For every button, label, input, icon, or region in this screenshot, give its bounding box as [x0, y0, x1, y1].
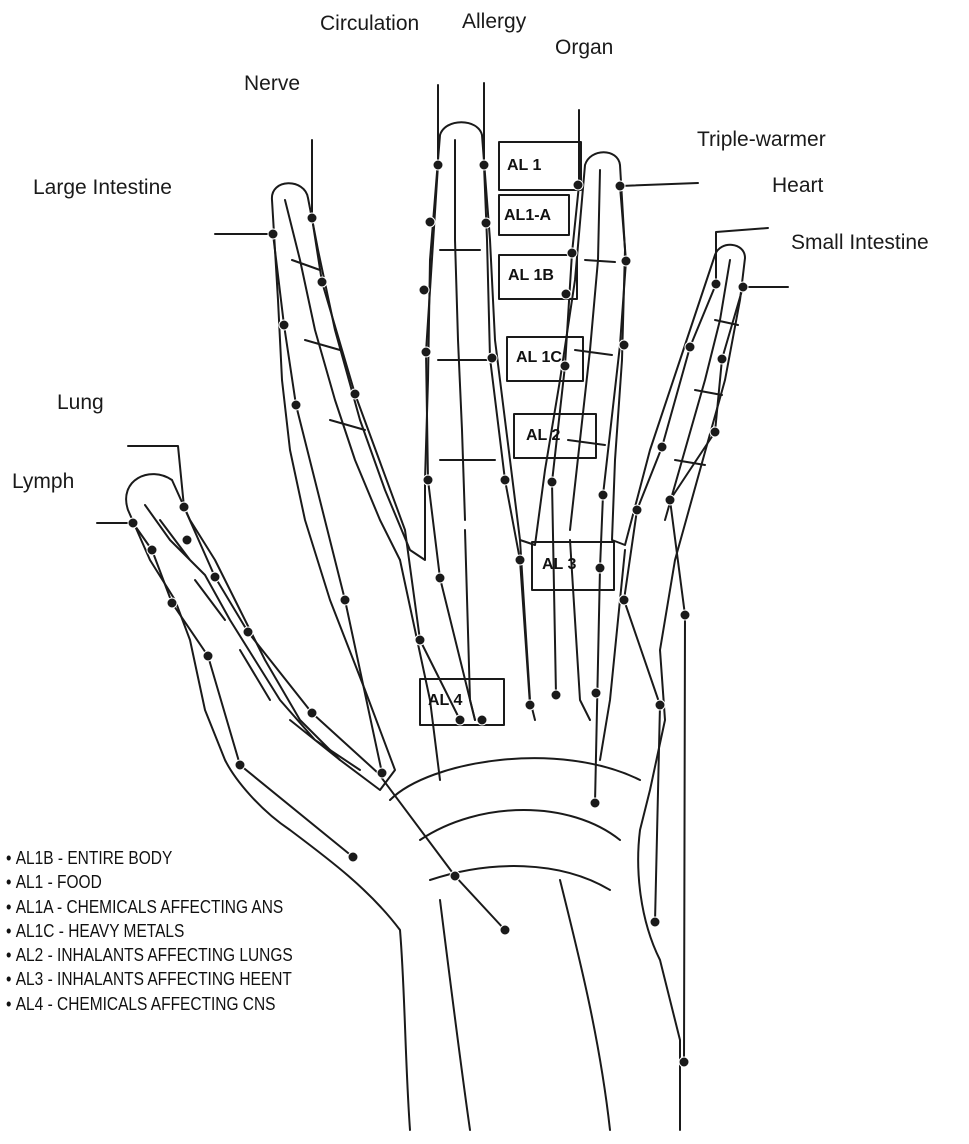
al3-label: AL 3 — [542, 556, 576, 574]
acupoint — [167, 598, 177, 608]
small-intestine-label: Small Intestine — [791, 231, 929, 255]
legend-item: AL1B - ENTIRE BODY — [6, 846, 293, 870]
al1c-label: AL 1C — [516, 349, 562, 367]
acupoint — [711, 279, 721, 289]
acupoint — [619, 340, 629, 350]
acupoint — [515, 555, 525, 565]
legend-item: AL3 - INHALANTS AFFECTING HEENT — [6, 967, 293, 991]
acupoint — [433, 160, 443, 170]
al1b-label: AL 1B — [508, 267, 554, 285]
acupoint — [479, 160, 489, 170]
legend-item: AL4 - CHEMICALS AFFECTING CNS — [6, 992, 293, 1016]
acupoint — [595, 563, 605, 573]
acupoint — [235, 760, 245, 770]
acupoint — [573, 180, 583, 190]
acupoint — [598, 490, 608, 500]
legend: AL1B - ENTIRE BODY AL1 - FOOD AL1A - CHE… — [6, 846, 293, 1016]
allergy-label: Allergy — [462, 10, 526, 34]
acupoint — [680, 610, 690, 620]
acupoint — [500, 475, 510, 485]
metacarpals — [400, 530, 625, 780]
acupoint — [340, 595, 350, 605]
acupoint — [423, 475, 433, 485]
large-intestine-meridian — [273, 234, 382, 773]
acupoint — [147, 545, 157, 555]
acupoint — [650, 917, 660, 927]
acupoint — [179, 502, 189, 512]
acupoint — [500, 925, 510, 935]
legend-item: AL1A - CHEMICALS AFFECTING ANS — [6, 895, 293, 919]
al2-label: AL 2 — [526, 427, 560, 445]
lymph-meridian — [133, 523, 353, 857]
carpals — [390, 758, 640, 890]
acupoint — [717, 354, 727, 364]
little-bones — [665, 260, 738, 520]
large-intestine-label: Large Intestine — [33, 176, 172, 200]
nerve-label: Nerve — [244, 72, 300, 96]
al1-label: AL 1 — [507, 157, 541, 175]
organ-label: Organ — [555, 36, 613, 60]
small-intestine-meridian — [670, 287, 743, 1062]
triple-warmer-leader — [620, 183, 698, 186]
circulation-label: Circulation — [320, 12, 419, 36]
legend-item: AL2 - INHALANTS AFFECTING LUNGS — [6, 943, 293, 967]
acupoint — [487, 353, 497, 363]
acupoint — [210, 572, 220, 582]
heart-label: Heart — [772, 174, 823, 198]
acupoint — [655, 700, 665, 710]
al4-label: AL 4 — [428, 692, 462, 710]
acupoint — [619, 595, 629, 605]
acupoint — [415, 635, 425, 645]
forearm-bones — [440, 880, 610, 1130]
lung-label: Lung — [57, 391, 104, 415]
acupoint — [561, 289, 571, 299]
acupoint — [665, 495, 675, 505]
al1a-label: AL1-A — [504, 207, 551, 225]
acupoint — [317, 277, 327, 287]
acupoint — [435, 573, 445, 583]
acupoint — [291, 400, 301, 410]
acupoint — [307, 213, 317, 223]
acupoint — [243, 627, 253, 637]
legend-item: AL1C - HEAVY METALS — [6, 919, 293, 943]
acupoint — [481, 218, 491, 228]
acupoint — [425, 217, 435, 227]
acupoint — [621, 256, 631, 266]
acupoint — [307, 708, 317, 718]
heart-meridian — [624, 284, 716, 922]
acupoint — [615, 181, 625, 191]
acupoint — [450, 871, 460, 881]
lymph-label: Lymph — [12, 470, 74, 494]
acupoint — [525, 700, 535, 710]
acupoint — [477, 715, 487, 725]
acupoint — [679, 1057, 689, 1067]
acupoint — [203, 651, 213, 661]
acupoint — [657, 442, 667, 452]
acupoint — [128, 518, 138, 528]
acupoint — [348, 852, 358, 862]
lung-leader — [128, 446, 184, 507]
acupoint — [182, 535, 192, 545]
acupoint — [455, 715, 465, 725]
acupoint — [547, 477, 557, 487]
acupoint — [551, 690, 561, 700]
acupoint — [590, 798, 600, 808]
acupoint — [591, 688, 601, 698]
acupoint — [710, 427, 720, 437]
acupoint — [350, 389, 360, 399]
acupoint — [377, 768, 387, 778]
nerve-meridian — [312, 218, 460, 720]
acupoint — [567, 248, 577, 258]
acupoint — [685, 342, 695, 352]
acupoint — [738, 282, 748, 292]
acupoint — [279, 320, 289, 330]
triple-warmer-label: Triple-warmer — [697, 128, 826, 152]
acupoint — [268, 229, 278, 239]
legend-item: AL1 - FOOD — [6, 870, 293, 894]
acupoint — [419, 285, 429, 295]
acupoint — [421, 347, 431, 357]
acupoint — [632, 505, 642, 515]
